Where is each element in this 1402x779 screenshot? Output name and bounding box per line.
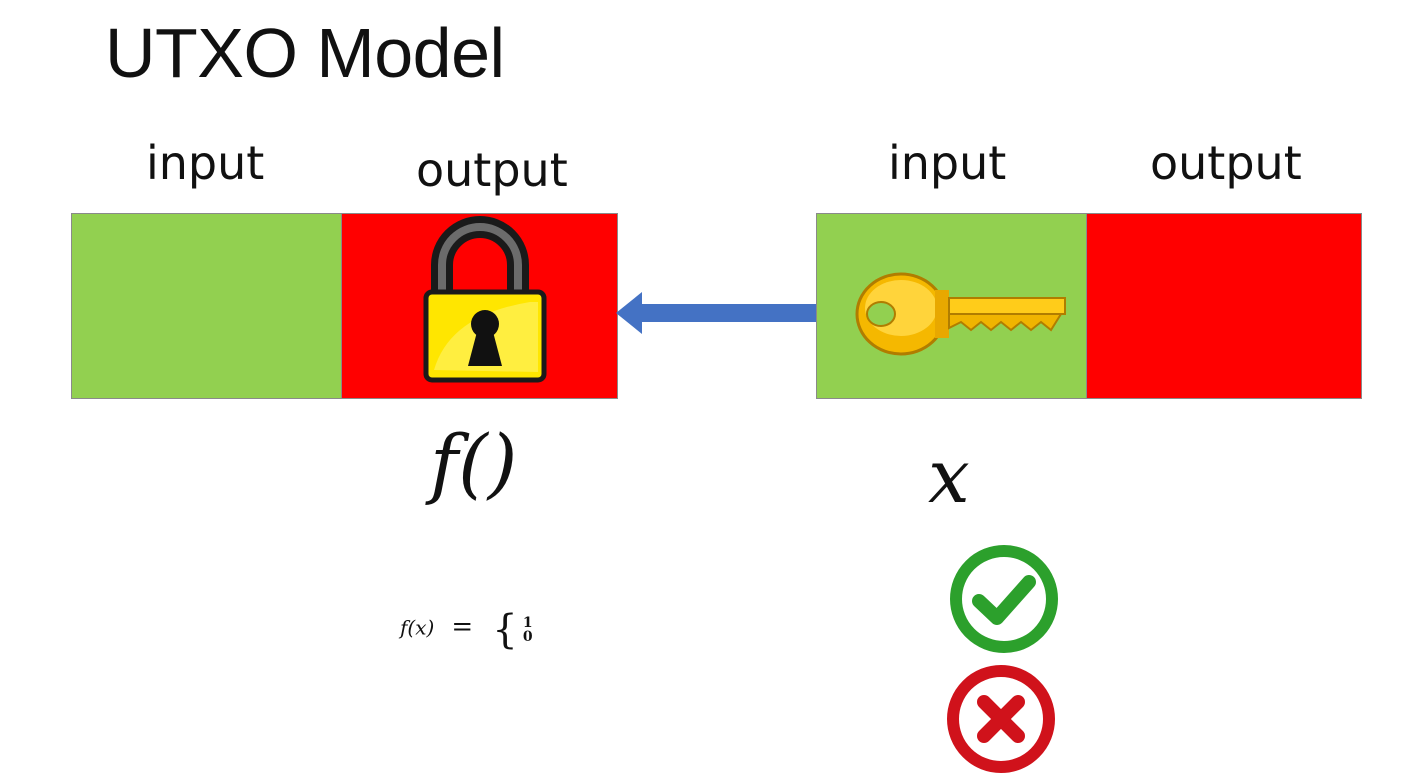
formula-case-false: 0 bbox=[522, 629, 533, 645]
formula-case-true: 1 bbox=[522, 615, 533, 631]
right-input-label: input bbox=[888, 136, 1007, 190]
piecewise-formula: f(x) = { 1 0 bbox=[400, 610, 533, 650]
left-input-label: input bbox=[146, 136, 265, 190]
padlock-icon bbox=[423, 216, 547, 383]
formula-brace: { bbox=[492, 607, 518, 653]
formula-equals: = bbox=[451, 611, 474, 642]
key-icon bbox=[855, 272, 1066, 356]
right-output-box bbox=[1086, 213, 1362, 399]
arrow-icon bbox=[616, 292, 820, 334]
cross-icon bbox=[947, 665, 1055, 773]
right-output-label: output bbox=[1150, 136, 1302, 190]
left-input-box bbox=[71, 213, 343, 399]
check-icon bbox=[950, 545, 1058, 653]
left-output-label: output bbox=[416, 143, 568, 197]
page-title: UTXO Model bbox=[105, 14, 505, 92]
formula-cases: 1 0 bbox=[523, 616, 533, 644]
formula-lhs: f(x) bbox=[400, 615, 435, 640]
variable-label: x bbox=[928, 434, 970, 520]
function-label: f() bbox=[430, 418, 518, 507]
